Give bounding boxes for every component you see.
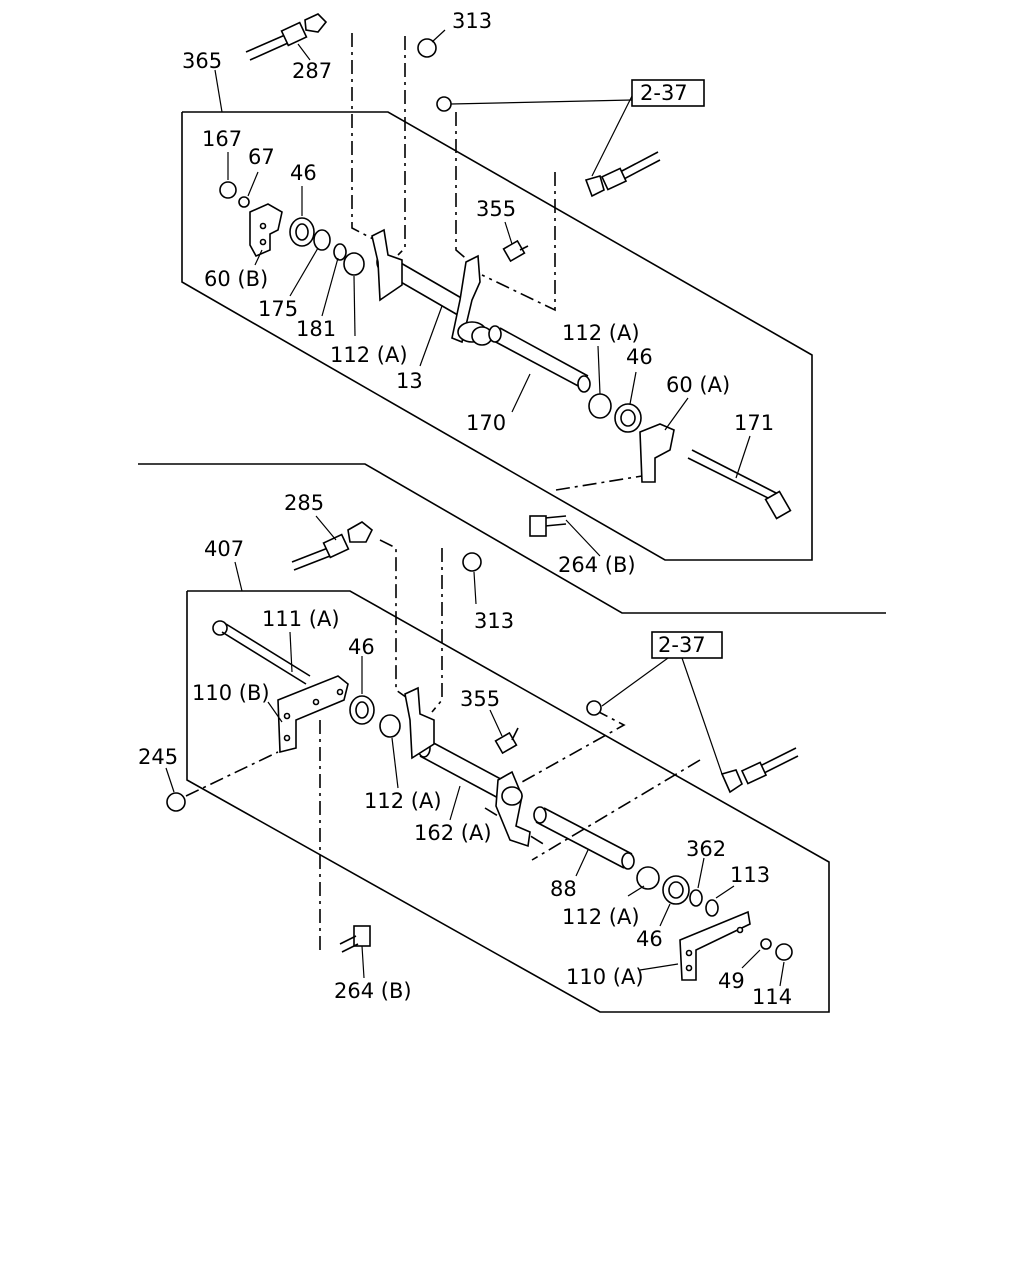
label-264b: 264 (B) bbox=[558, 553, 636, 577]
label-365: 365 bbox=[182, 49, 222, 73]
ring-113 bbox=[705, 899, 719, 917]
label-362: 362 bbox=[686, 837, 726, 861]
bracket-60a bbox=[639, 423, 675, 483]
label-60a: 60 (A) bbox=[666, 373, 730, 397]
fitting-355-upper bbox=[502, 239, 529, 263]
nut-245 bbox=[166, 792, 186, 812]
label-88: 88 bbox=[550, 877, 577, 901]
bracket-110b bbox=[277, 675, 349, 754]
label-171: 171 bbox=[734, 411, 774, 435]
bolt-111a bbox=[212, 620, 311, 685]
bushing-112a-lower-left bbox=[379, 714, 401, 738]
section-separator bbox=[138, 463, 886, 614]
upper-assembly-outline bbox=[181, 111, 813, 561]
label-245: 245 bbox=[138, 745, 178, 769]
upper-assembly: 313 287 365 2-37 167 67 46 355 60 (B) 17… bbox=[181, 9, 813, 577]
bushing-112a-left bbox=[343, 252, 365, 276]
label-112a-lower-left: 112 (A) bbox=[364, 789, 442, 813]
label-110b: 110 (B) bbox=[192, 681, 270, 705]
tie-rod-ref-lower bbox=[720, 747, 799, 794]
label-46-lower-right: 46 bbox=[636, 927, 663, 951]
label-175: 175 bbox=[258, 297, 298, 321]
tie-rod-285 bbox=[291, 521, 374, 571]
lever-plate-lower-left bbox=[404, 686, 435, 760]
label-46: 46 bbox=[290, 161, 317, 185]
bolt-171 bbox=[687, 449, 792, 520]
label-ref-2-37: 2-37 bbox=[640, 81, 688, 105]
tie-rod-ref-upper bbox=[584, 151, 661, 198]
fitting-355-lower bbox=[494, 727, 519, 755]
label-ref-2-37-lower: 2-37 bbox=[658, 633, 706, 657]
ring-181 bbox=[333, 243, 347, 261]
label-67: 67 bbox=[248, 145, 275, 169]
label-181: 181 bbox=[296, 317, 336, 341]
label-112a-lower-right: 112 (A) bbox=[562, 905, 640, 929]
nut-114 bbox=[775, 943, 793, 961]
label-162a: 162 (A) bbox=[414, 821, 492, 845]
lever-plate-lower-center bbox=[495, 770, 531, 848]
lever-plate-left bbox=[371, 228, 403, 302]
bolt-264b-lower bbox=[339, 925, 371, 953]
label-46-right: 46 bbox=[626, 345, 653, 369]
label-170: 170 bbox=[466, 411, 506, 435]
label-110a: 110 (A) bbox=[566, 965, 644, 989]
washer-67 bbox=[238, 196, 250, 208]
tie-rod-287 bbox=[245, 13, 328, 61]
label-112a-left: 112 (A) bbox=[330, 343, 408, 367]
label-285: 285 bbox=[284, 491, 324, 515]
pipe-170 bbox=[488, 325, 591, 393]
bushing-112a-lower-right bbox=[636, 866, 660, 890]
bracket-60b bbox=[249, 203, 283, 258]
label-407: 407 bbox=[204, 537, 244, 561]
ring-362 bbox=[689, 889, 703, 907]
label-112a-right: 112 (A) bbox=[562, 321, 640, 345]
nut-313-upper bbox=[417, 38, 437, 58]
label-355: 355 bbox=[476, 197, 516, 221]
label-355-lower: 355 bbox=[460, 687, 500, 711]
lower-assembly-outline bbox=[186, 590, 830, 1013]
label-13: 13 bbox=[396, 369, 423, 393]
label-46-lower: 46 bbox=[348, 635, 375, 659]
lower-assembly: 285 407 313 111 (A) 46 2-37 110 (B) 355 … bbox=[138, 491, 830, 1013]
pipe-88 bbox=[533, 806, 635, 870]
label-167: 167 bbox=[202, 127, 242, 151]
label-287: 287 bbox=[292, 59, 332, 83]
bolt-264b-upper bbox=[529, 515, 567, 537]
label-113: 113 bbox=[730, 863, 770, 887]
label-264b-lower: 264 (B) bbox=[334, 979, 412, 1003]
nut-313-lower bbox=[462, 552, 482, 572]
label-114: 114 bbox=[752, 985, 792, 1009]
bushing-112a-right bbox=[588, 393, 612, 419]
label-49: 49 bbox=[718, 969, 745, 993]
label-60b: 60 (B) bbox=[204, 267, 268, 291]
washer-49 bbox=[760, 938, 772, 950]
bracket-110a bbox=[679, 910, 751, 981]
label-313-lower: 313 bbox=[474, 609, 514, 633]
ring-175 bbox=[313, 229, 331, 251]
label-111a: 111 (A) bbox=[262, 607, 340, 631]
label-313: 313 bbox=[452, 9, 492, 33]
nut-167 bbox=[219, 181, 237, 199]
lever-plate-center bbox=[451, 254, 481, 344]
